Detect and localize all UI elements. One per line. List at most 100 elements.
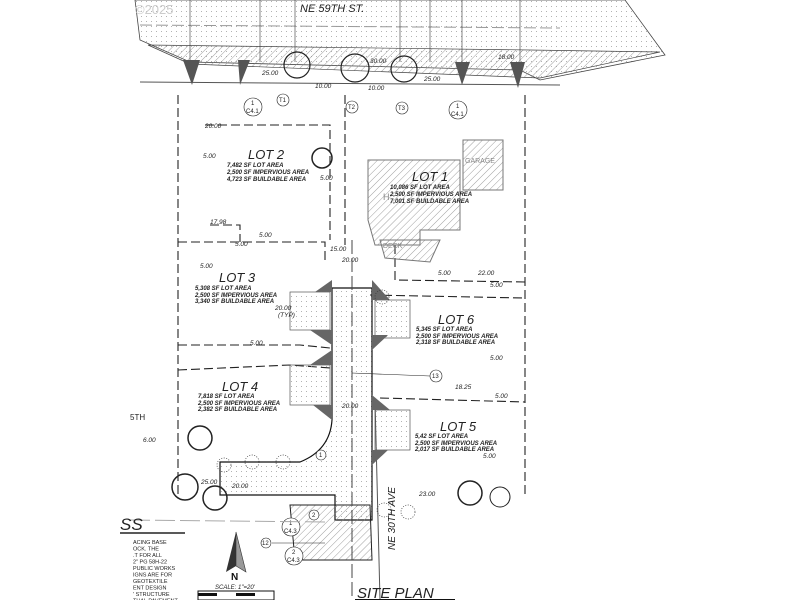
tree-tag-t2: T2: [348, 105, 356, 111]
note-line: ' STRUCTURE: [133, 592, 170, 598]
dimension: 17.98: [210, 219, 227, 226]
dimension: 20.00: [341, 403, 359, 410]
deck-label: DECK: [383, 243, 403, 250]
dimension: 18.00: [498, 54, 515, 61]
callout-detail: 2: [292, 550, 296, 556]
lot-area: 5,42 SF LOT AREA: [415, 434, 468, 440]
buildable-area: 2,017 SF BUILDABLE AREA: [414, 447, 494, 453]
lot-name: LOT 2: [248, 147, 285, 162]
watermark: ©2025: [135, 2, 174, 17]
tree-tag-t3: T3: [398, 106, 406, 112]
note-line: GEOTEXTILE: [133, 579, 168, 585]
dimension: 30.00: [370, 58, 387, 65]
callout-sheet: C4.1: [246, 109, 259, 115]
lot-name: LOT 3: [219, 270, 256, 285]
dimension: 5.00: [259, 232, 272, 239]
lot-name: LOT 5: [440, 419, 477, 434]
dimension: 5.00: [438, 270, 451, 277]
callout-2: 2: [312, 513, 316, 519]
dimension: 5.00: [320, 175, 333, 182]
callout-detail: 1: [251, 101, 255, 107]
impervious-area: 2,500 SF IMPERVIOUS AREA: [389, 192, 472, 198]
buildable-area: 2,382 SF BUILDABLE AREA: [197, 407, 277, 413]
lot-area: 10,086 SF LOT AREA: [390, 185, 450, 191]
existing-house: [367, 139, 504, 263]
tree-icon: [311, 147, 333, 169]
sewer-line: [129, 519, 331, 523]
street-trees: [283, 51, 418, 83]
lot-name: LOT 6: [438, 312, 475, 327]
callout-1: 1: [319, 453, 323, 459]
impervious-area: 2,500 SF IMPERVIOUS AREA: [414, 441, 497, 447]
callout-sheet: C4.3: [284, 529, 297, 535]
callout-detail: 1: [456, 104, 460, 110]
ne-59th-street: [134, 0, 666, 88]
note-line: .T FOR ALL: [133, 553, 162, 559]
lot-area: 5,345 SF LOT AREA: [416, 327, 472, 333]
lot-area: 5,308 SF LOT AREA: [195, 286, 251, 292]
dimension: 25.00: [423, 76, 441, 83]
lot-3: LOT 3 5,308 SF LOT AREA 2,500 SF IMPERVI…: [194, 270, 277, 305]
dimension: 22.00: [477, 270, 495, 277]
dimension: 25.00: [200, 479, 218, 486]
dimension: (TYP): [278, 312, 295, 319]
note-line: TUAL PAVEMENT: [133, 599, 178, 600]
tree-icon: [171, 473, 199, 501]
partial-street: 5TH: [130, 413, 145, 422]
callout-13: 13: [432, 374, 439, 380]
buildable-area: 4,723 SF BUILDABLE AREA: [226, 177, 306, 183]
partial-title: SS: [120, 515, 143, 534]
dimension: 20.00: [274, 305, 292, 312]
lot-6: LOT 6 5,345 SF LOT AREA 2,500 SF IMPERVI…: [415, 312, 498, 346]
dimension: 5.00: [235, 241, 248, 248]
house-label: H: [383, 192, 390, 202]
dimension: 10.00: [368, 85, 385, 92]
tree-icon: [283, 51, 311, 79]
note-line: ACING BASE: [133, 540, 167, 546]
dimension: 5.00: [495, 393, 508, 400]
lot-2: LOT 2 7,482 SF LOT AREA 2,500 SF IMPERVI…: [226, 147, 309, 183]
lot-5: LOT 5 5,42 SF LOT AREA 2,500 SF IMPERVIO…: [414, 419, 497, 453]
dimension: 5.00: [490, 355, 503, 362]
note-line: OCK. THE: [133, 547, 159, 553]
dimension: 10.00: [315, 83, 332, 90]
north-label: N: [231, 572, 238, 583]
dimension: 15.00: [330, 246, 347, 253]
dimension-labels: 25.00 10.00 10.00 30.00 25.00 18.00 20.0…: [143, 54, 515, 498]
lot-name: LOT 4: [222, 379, 258, 394]
lot-area: 7,482 SF LOT AREA: [227, 163, 283, 169]
note-line: 2" PG 58H-22: [133, 560, 167, 566]
dimension: 23.00: [418, 491, 436, 498]
scale-label: SCALE: 1"=20': [215, 585, 256, 591]
tree-icon: [187, 425, 213, 451]
lot-1: LOT 1 10,086 SF LOT AREA 2,500 SF IMPERV…: [389, 169, 472, 205]
dimension: 20.00: [341, 257, 359, 264]
callout-detail: 1: [289, 521, 293, 527]
garage-label: GARAGE: [465, 158, 495, 165]
dimension: 20.00: [204, 123, 222, 130]
callout-12: 12: [262, 541, 269, 547]
dimension: 5.00: [200, 263, 213, 270]
dimension: 6.00: [143, 437, 156, 444]
shrub-icon: [489, 486, 511, 508]
lot-name: LOT 1: [412, 169, 448, 184]
buildable-area: 2,318 SF BUILDABLE AREA: [415, 340, 495, 346]
dimension: 18.25: [455, 384, 472, 391]
buildable-area: 7,001 SF BUILDABLE AREA: [390, 199, 469, 205]
drawing-title: SITE PLAN: [357, 585, 434, 600]
dimension: 5.00: [250, 340, 263, 347]
tree-icon: [390, 55, 418, 83]
callout-sheet: C4.3: [287, 558, 300, 564]
note-line: IGNS ARE FOR: [133, 573, 172, 579]
street-name-east: NE 30TH AVE: [387, 487, 398, 550]
tree-tag-t1: T1: [279, 98, 287, 104]
dimension: 25.00: [261, 70, 279, 77]
dimension: 20.00: [231, 483, 249, 490]
buildable-area: 3,340 SF BUILDABLE AREA: [195, 299, 274, 305]
dimension: 5.00: [203, 153, 216, 160]
impervious-area: 2,500 SF IMPERVIOUS AREA: [194, 293, 277, 299]
lot-4: LOT 4 7,818 SF LOT AREA 2,500 SF IMPERVI…: [197, 379, 280, 413]
